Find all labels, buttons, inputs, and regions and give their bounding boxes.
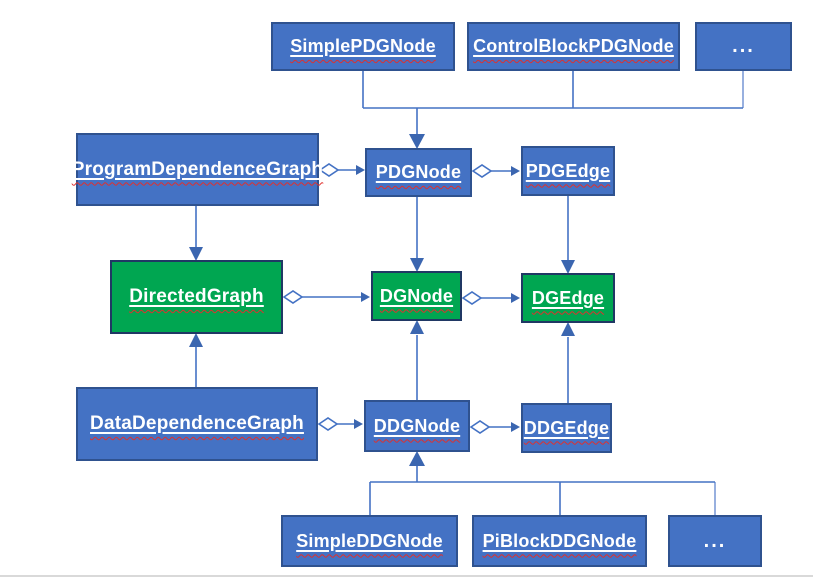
class-box-piblockddgnode: PiBlockDDGNode xyxy=(472,515,647,567)
class-label: DDGNode xyxy=(373,415,461,436)
class-box-ellipsis-bottom: ... xyxy=(668,515,762,567)
class-label: SimplePDGNode xyxy=(290,36,436,56)
class-box-datadependencegraph: DataDependenceGraph xyxy=(76,387,318,461)
class-box-ddgnode: DDGNode xyxy=(364,400,470,452)
aggregation-pdg-pdgnode xyxy=(318,163,365,177)
class-label: ControlBlockPDGNode xyxy=(473,36,674,56)
inheritance-pdgnode-dgnode xyxy=(410,197,424,272)
class-box-ellipsis-top: ... xyxy=(695,22,792,71)
class-label: PDGEdge xyxy=(525,160,611,181)
ellipsis-label: ... xyxy=(732,35,755,57)
class-box-ddgedge: DDGEdge xyxy=(521,403,612,453)
class-label: ProgramDependenceGraph xyxy=(71,158,324,180)
class-label: PDGNode xyxy=(375,162,462,182)
inheritance-ddgnode-dgnode xyxy=(410,320,424,400)
inheritance-top-merge xyxy=(362,71,744,149)
aggregation-directedgraph-dgnode xyxy=(282,290,370,304)
aggregation-ddg-ddgnode xyxy=(317,417,363,431)
inheritance-pdgedge-dgedge xyxy=(561,196,575,274)
inheritance-bottom-merge xyxy=(369,451,716,515)
ellipsis-label: ... xyxy=(703,529,727,552)
class-box-simpleddgnode: SimpleDDGNode xyxy=(281,515,458,567)
aggregation-pdgnode-pdgedge xyxy=(471,164,520,178)
class-label: DirectedGraph xyxy=(129,286,264,307)
aggregation-dgnode-dgedge xyxy=(461,291,520,305)
class-label: DataDependenceGraph xyxy=(90,413,304,434)
class-box-dgnode: DGNode xyxy=(371,271,462,321)
class-box-programdependencegraph: ProgramDependenceGraph xyxy=(72,133,323,206)
inheritance-ddgedge-dgedge xyxy=(561,322,575,403)
class-box-simplepdgnode: SimplePDGNode xyxy=(271,22,455,71)
inheritance-pdg-directedgraph xyxy=(189,206,203,261)
class-label: DDGEdge xyxy=(523,417,610,438)
class-box-directedgraph: DirectedGraph xyxy=(110,260,283,334)
class-box-controlblockpdgnode: ControlBlockPDGNode xyxy=(467,22,680,71)
aggregation-ddgnode-ddgedge xyxy=(469,420,520,434)
page-bottom-rule xyxy=(0,575,813,577)
class-box-pdgedge: PDGEdge xyxy=(521,146,615,196)
class-box-pdgnode: PDGNode xyxy=(365,148,472,197)
class-box-dgedge: DGEdge xyxy=(521,273,615,323)
class-label: SimpleDDGNode xyxy=(296,530,443,551)
inheritance-ddg-directedgraph xyxy=(189,333,203,387)
class-label: DGNode xyxy=(379,285,454,306)
class-label: PiBlockDDGNode xyxy=(482,530,637,551)
class-label: DGEdge xyxy=(531,287,605,308)
